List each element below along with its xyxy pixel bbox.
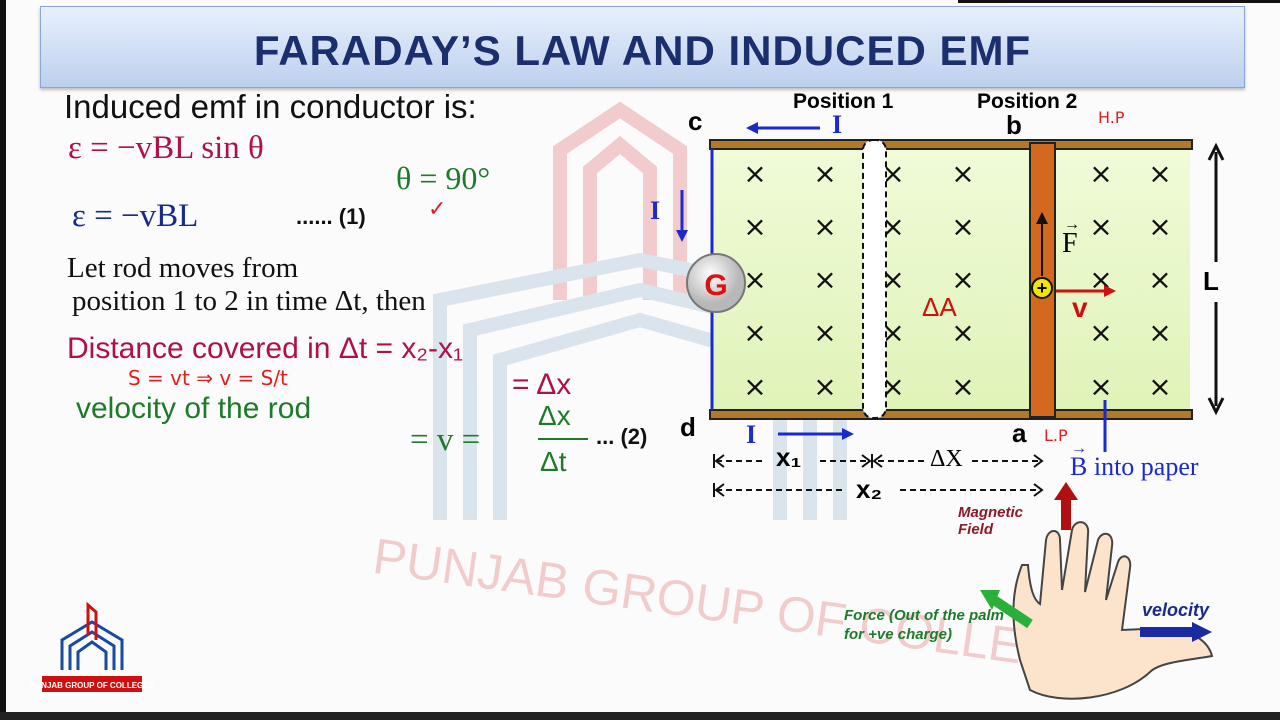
let-line-2: position 1 to 2 in time Δt, then <box>72 285 426 317</box>
field-cross: × <box>813 157 836 190</box>
window-frame-top <box>958 0 1280 3</box>
field-cross: × <box>1089 316 1112 349</box>
title-bar: FARADAY’S LAW AND INDUCED EMF <box>40 6 1245 88</box>
equation-emf: ε = −vBL <box>72 198 199 234</box>
field-cross: × <box>743 210 766 243</box>
field-cross: × <box>813 316 836 349</box>
field-cross: × <box>1089 210 1112 243</box>
fraction-numerator: Δx <box>538 400 571 431</box>
positive-charge <box>1031 277 1053 299</box>
field-cross: × <box>1089 157 1112 190</box>
distance-eq: = Δx <box>512 368 572 401</box>
field-cross: × <box>743 263 766 296</box>
field-cross: × <box>951 157 974 190</box>
let-line-1: Let rod moves from <box>67 252 299 284</box>
theta-value: θ = 90° <box>396 160 491 196</box>
galvanometer-label: G <box>704 269 727 302</box>
field-cross: × <box>813 263 836 296</box>
current-label-top: I <box>832 110 843 139</box>
bottom-rail <box>709 409 1193 420</box>
magnetic-field-region <box>712 148 1190 412</box>
window-frame-bottom <box>0 712 1280 720</box>
field-cross: × <box>1148 263 1171 296</box>
area-label: ΔA <box>922 292 957 322</box>
distance-text: Distance covered in Δt = x₂-x₁ <box>67 332 464 365</box>
current-label-left: I <box>650 196 661 225</box>
college-logo: PUNJAB GROUP OF COLLEGES <box>30 601 155 692</box>
field-cross: × <box>881 370 904 403</box>
field-cross: × <box>881 316 904 349</box>
velocity-eq-prefix: = v = <box>410 422 481 458</box>
fraction-bar <box>538 438 588 440</box>
equation-emf-sin: ε = −vBL sin θ <box>68 130 264 166</box>
field-cross: × <box>951 210 974 243</box>
x2-label: x₂ <box>856 474 883 504</box>
field-cross: × <box>951 370 974 403</box>
velocity-label: velocity of the rod <box>76 392 312 425</box>
field-cross: × <box>881 210 904 243</box>
top-rail <box>709 139 1193 150</box>
force-symbol: F <box>1062 228 1078 259</box>
force-label: →F <box>1062 216 1080 259</box>
field-cross: × <box>1148 370 1171 403</box>
velocity-hand-label: velocity <box>1142 600 1210 620</box>
lp-note: L.P <box>1044 426 1068 445</box>
handwritten-note: S = vt ⇒ v = S/t <box>128 366 288 390</box>
hp-note: H.P <box>1098 108 1125 127</box>
b-field-text: B into paper <box>1070 452 1199 481</box>
galvanometer <box>686 253 746 313</box>
field-cross: × <box>1148 316 1171 349</box>
force-palm-label: Force (Out of the palm for +ve charge) <box>844 607 1005 643</box>
corner-a: a <box>1012 418 1027 448</box>
position-1-label: Position 1 <box>793 90 894 113</box>
field-cross: × <box>881 157 904 190</box>
field-crosses: ×××××××××××××××××××××××××××××× <box>743 157 1171 403</box>
check-mark: ✓ <box>428 196 447 221</box>
equation-tag-2: ... (2) <box>596 424 648 449</box>
heading-text: Induced emf in conductor is: <box>64 88 477 125</box>
window-frame-left <box>0 0 6 720</box>
dx-label: ΔX <box>930 446 963 472</box>
force-palm-arrow <box>991 595 1033 629</box>
current-label-bottom: I <box>746 420 757 449</box>
field-cross: × <box>743 370 766 403</box>
corner-b: b <box>1006 110 1022 140</box>
b-field-label: →B into paper <box>1070 440 1199 481</box>
field-cross: × <box>813 370 836 403</box>
logo-text: PUNJAB GROUP OF COLLEGES <box>30 681 155 690</box>
rod-position-1 <box>862 139 887 419</box>
field-cross: × <box>1148 157 1171 190</box>
corner-c: c <box>688 106 703 136</box>
field-cross: × <box>1089 370 1112 403</box>
corner-d: d <box>680 412 696 442</box>
length-label: L <box>1203 266 1219 296</box>
dimension-lines <box>716 460 1040 491</box>
field-cross: × <box>813 210 836 243</box>
field-cross: × <box>881 263 904 296</box>
position-2-label: Position 2 <box>977 90 1078 113</box>
field-cross: × <box>951 263 974 296</box>
slide-title: FARADAY’S LAW AND INDUCED EMF <box>253 27 1032 74</box>
magnetic-field-label: Magnetic Field <box>958 504 1024 538</box>
field-cross: × <box>743 157 766 190</box>
x1-label: x₁ <box>776 442 802 472</box>
equation-tag-1: ...... (1) <box>296 204 366 229</box>
velocity-label: v <box>1072 292 1088 323</box>
field-cross: × <box>951 316 974 349</box>
fraction-denominator: Δt <box>540 446 567 477</box>
field-cross: × <box>743 316 766 349</box>
field-cross: × <box>1148 210 1171 243</box>
right-hand-rule-hand <box>1012 521 1214 700</box>
charge-sign: + <box>1037 278 1048 298</box>
